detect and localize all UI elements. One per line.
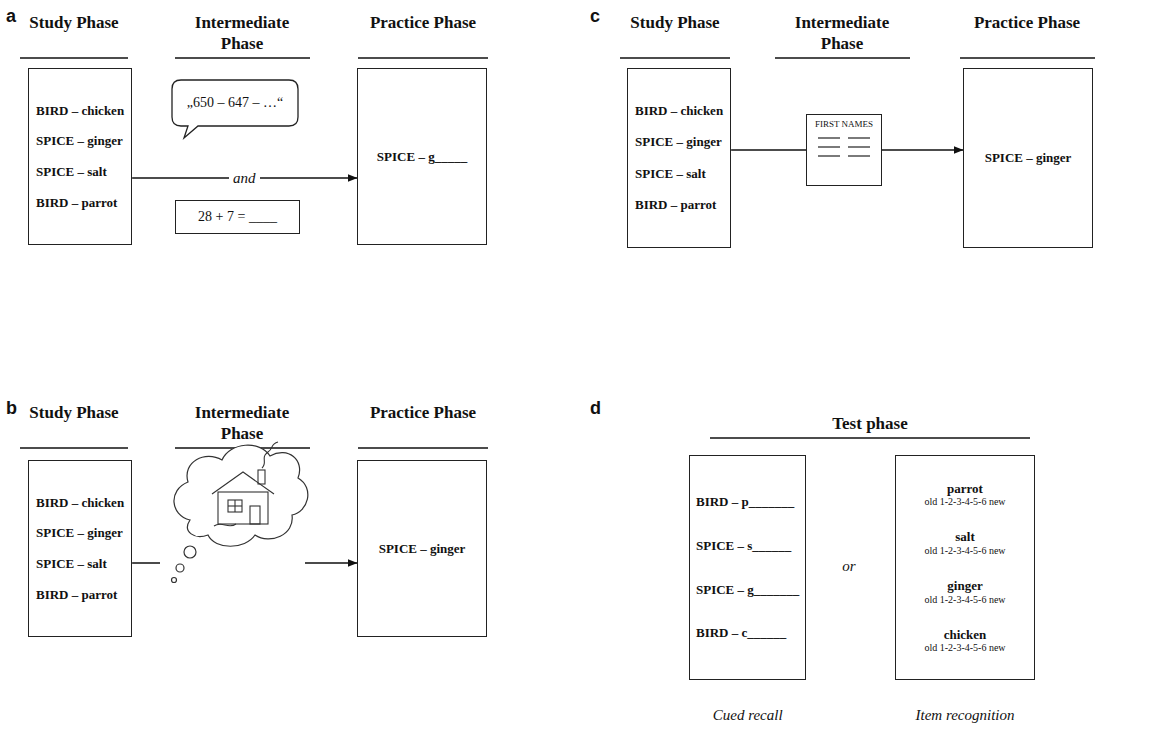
box-frame: BIRD – chickenSPICE – gingerSPICE – salt… (28, 68, 132, 245)
phase-heading: Study Phase (630, 12, 720, 33)
prac-box: SPICE – g_____ (357, 68, 487, 245)
box-frame: SPICE – ginger (357, 460, 487, 637)
box-frame: BIRD – chickenSPICE – gingerSPICE – salt… (627, 68, 731, 248)
pair-text: BIRD – chicken (36, 495, 124, 511)
phase-arrow (132, 562, 357, 563)
edge-label: and (229, 170, 260, 187)
recognition-item: chickenold 1-2-3-4-5-6 new (924, 627, 1005, 655)
study-box: BIRD – chickenSPICE – gingerSPICE – salt… (627, 68, 731, 248)
recognition-item: parrotold 1-2-3-4-5-6 new (924, 481, 1005, 509)
recognition-item: gingerold 1-2-3-4-5-6 new (924, 578, 1005, 606)
test-frame: BIRD – p_______ SPICE – s______ SPICE – g_… (689, 455, 806, 680)
test-box: BIRD – p_______ SPICE – s______ SPICE – g_… (689, 455, 806, 724)
phase-heading: Test phase (770, 413, 970, 434)
cue-text: BIRD – c______ (696, 625, 786, 641)
item-word: parrot (947, 481, 983, 497)
cue-text: SPICE – g_______ (696, 582, 799, 598)
pair-text: SPICE – ginger (635, 134, 722, 150)
bubble-box: „650 – 647 – …“ (172, 80, 298, 126)
panel-letter: d (590, 398, 610, 419)
pair-text: BIRD – parrot (36, 195, 117, 211)
pair-text: BIRD – chicken (635, 103, 723, 119)
phase-heading: Practice Phase (368, 402, 478, 423)
pair-text: SPICE – salt (635, 166, 706, 182)
pair-text: SPICE – ginger (36, 133, 123, 149)
rating-scale: old 1-2-3-4-5-6 new (924, 642, 1005, 654)
house-sketch (212, 442, 278, 526)
pair-text: SPICE – salt (36, 556, 107, 572)
phase-heading: Practice Phase (972, 12, 1082, 33)
pair-text: SPICE – g_____ (377, 149, 467, 165)
phase-arrow (731, 149, 806, 150)
pair-text: SPICE – ginger (379, 541, 466, 557)
box-frame: BIRD – chickenSPICE – gingerSPICE – salt… (28, 460, 132, 637)
test-caption: Cued recall (689, 706, 806, 724)
phase-heading: Intermediate Phase (182, 402, 302, 444)
test-frame: parrotold 1-2-3-4-5-6 newsaltold 1-2-3-4… (895, 455, 1035, 680)
speech-bubble-outline (172, 80, 298, 140)
bubble-text: „650 – 647 – …“ (187, 95, 283, 112)
study-box: BIRD – chickenSPICE – gingerSPICE – salt… (28, 460, 132, 637)
pair-text: SPICE – salt (36, 164, 107, 180)
phase-heading: Intermediate Phase (182, 12, 302, 54)
sheet-box: FIRST NAMES (806, 114, 882, 186)
thought-cloud (172, 445, 308, 582)
rating-scale: old 1-2-3-4-5-6 new (924, 545, 1005, 557)
item-word: chicken (944, 627, 987, 643)
header-underlines (20, 58, 1095, 448)
sheet-lines (814, 130, 874, 166)
panel-letter: c (590, 6, 610, 27)
cue-text: SPICE – s______ (696, 538, 791, 554)
pair-text: BIRD – parrot (36, 587, 117, 603)
sum-box: 28 + 7 = ____ (175, 200, 300, 234)
pair-text: BIRD – chicken (36, 103, 124, 119)
phase-arrow (882, 149, 963, 150)
connective-word: or (826, 558, 872, 575)
pair-text: SPICE – ginger (985, 150, 1072, 166)
prac-box: SPICE – ginger (963, 68, 1093, 248)
panel-letter: b (6, 398, 26, 419)
phase-heading: Intermediate Phase (782, 12, 902, 54)
recognition-item: saltold 1-2-3-4-5-6 new (924, 529, 1005, 557)
phase-heading: Practice Phase (368, 12, 478, 33)
arithmetic-text: 28 + 7 = ____ (198, 209, 277, 226)
rating-scale: old 1-2-3-4-5-6 new (924, 594, 1005, 606)
sheet-title: FIRST NAMES (815, 119, 873, 130)
box-frame: SPICE – g_____ (357, 68, 487, 245)
item-word: ginger (947, 578, 982, 594)
cue-text: BIRD – p_______ (696, 494, 794, 510)
pair-text: BIRD – parrot (635, 197, 716, 213)
pair-text: SPICE – ginger (36, 525, 123, 541)
phase-heading: Study Phase (29, 12, 119, 33)
rating-scale: old 1-2-3-4-5-6 new (924, 496, 1005, 508)
box-frame: SPICE – ginger (963, 68, 1093, 248)
panel-letter: a (6, 6, 26, 27)
test-caption: Item recognition (895, 706, 1035, 724)
item-word: salt (955, 529, 975, 545)
recog-box: parrotold 1-2-3-4-5-6 newsaltold 1-2-3-4… (895, 455, 1035, 724)
phase-heading: Study Phase (29, 402, 119, 423)
prac-box: SPICE – ginger (357, 460, 487, 637)
study-box: BIRD – chickenSPICE – gingerSPICE – salt… (28, 68, 132, 245)
